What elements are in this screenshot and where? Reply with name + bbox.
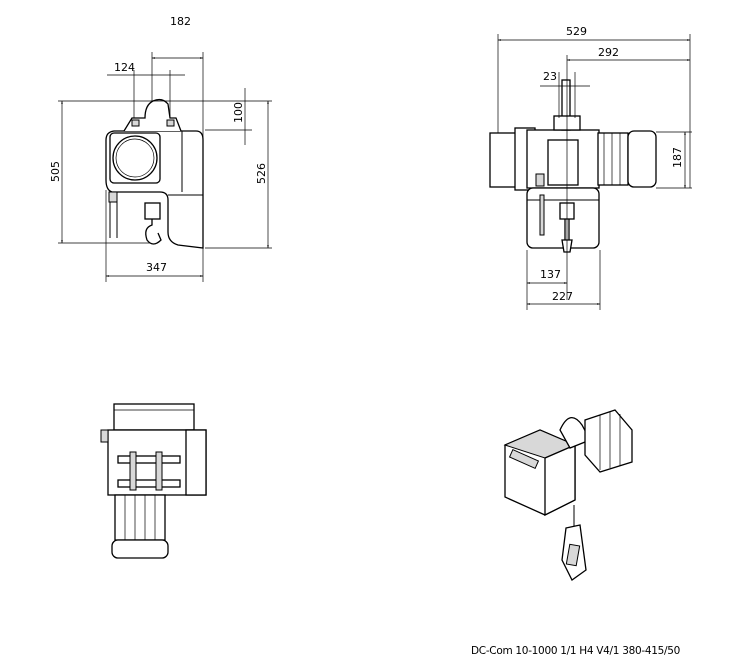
dim-529: 529 <box>566 25 587 38</box>
top-view <box>100 403 207 559</box>
model-caption: DC-Com 10-1000 1/1 H4 V4/1 380-415/50 <box>471 645 680 657</box>
dim-292: 292 <box>598 46 619 59</box>
front-view: 182 124 100 505 526 347 <box>49 15 272 282</box>
isometric-view <box>503 409 633 581</box>
dim-227: 227 <box>552 290 573 303</box>
dim-505: 505 <box>49 161 62 182</box>
dim-526: 526 <box>255 163 268 184</box>
dim-137: 137 <box>540 268 561 281</box>
dim-182: 182 <box>170 15 191 28</box>
dim-23: 23 <box>543 70 557 83</box>
dim-124: 124 <box>114 61 135 74</box>
dim-347: 347 <box>146 261 167 274</box>
dim-187: 187 <box>671 147 684 168</box>
dim-100: 100 <box>232 102 245 123</box>
side-view: 529 292 23 187 137 227 <box>489 25 692 310</box>
